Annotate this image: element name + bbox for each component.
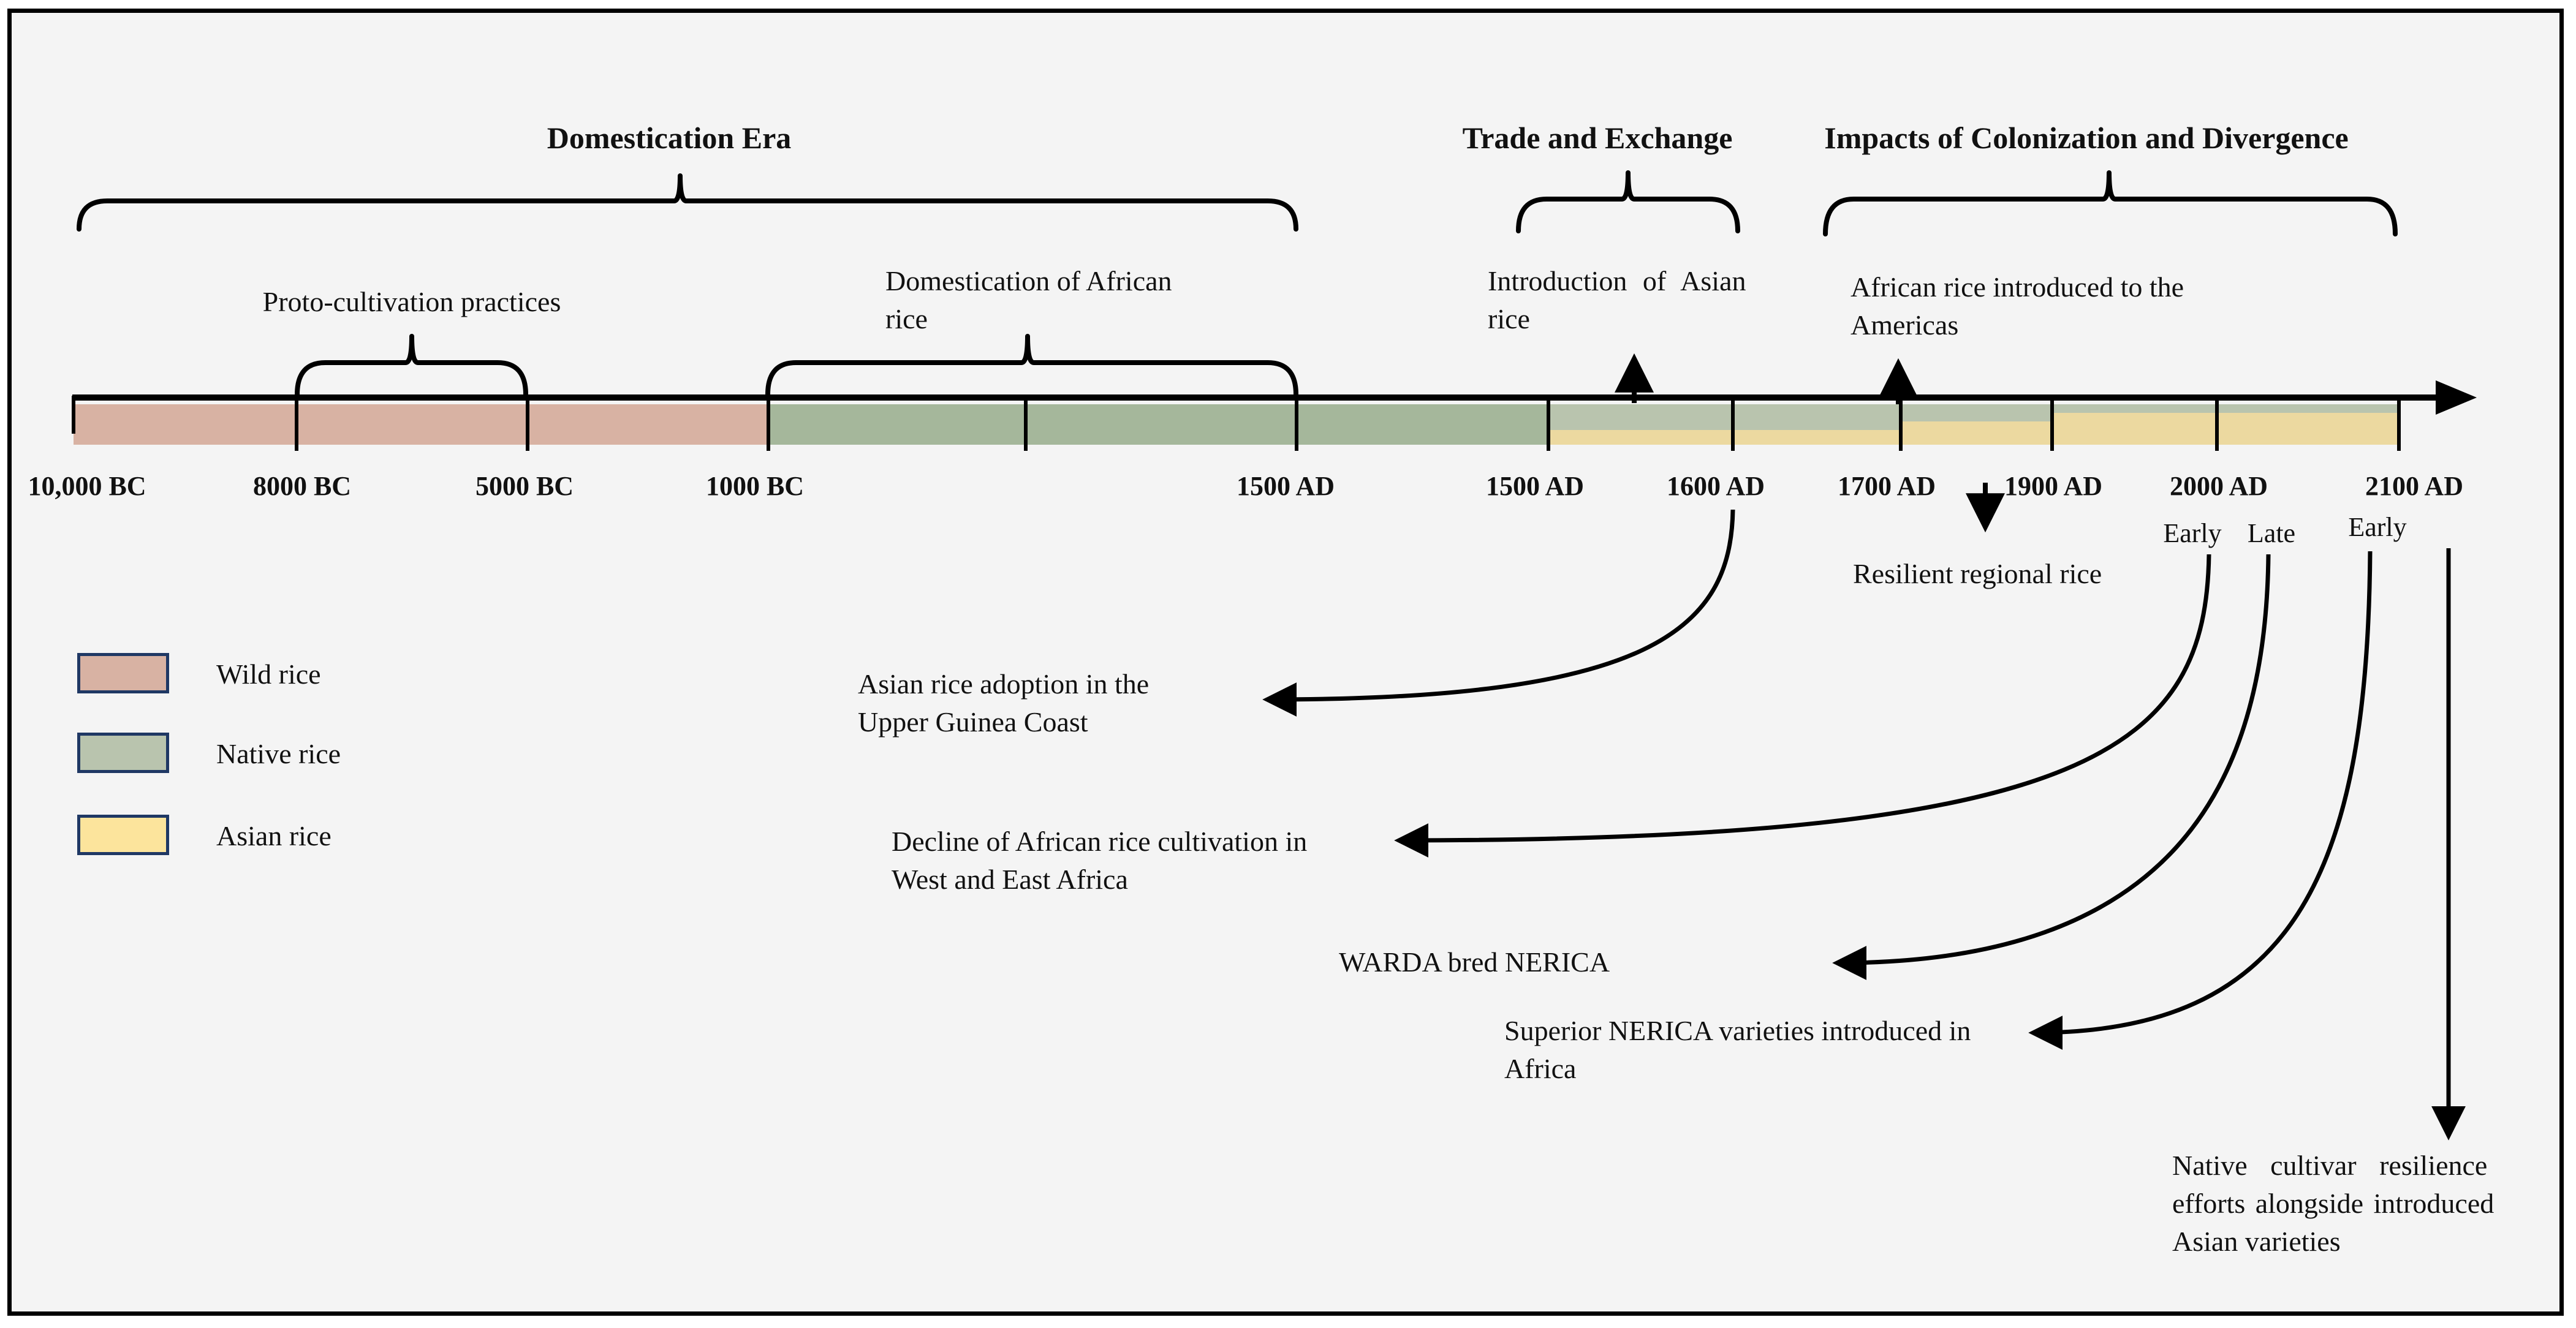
date-label: 10,000 BC <box>28 471 146 501</box>
annotation-line: efforts alongside introduced <box>2172 1188 2495 1219</box>
timeline-tick <box>767 396 770 451</box>
label-line: African rice introduced to the <box>1851 271 2184 303</box>
era-title-impacts: Impacts of Colonization and Divergence <box>1824 121 2349 155</box>
band-asian-stripe <box>2052 413 2399 445</box>
label-line: Introduction of Asian <box>1488 265 1746 296</box>
annotation-superior-nerica: Superior NERICA varieties introduced in … <box>1504 1012 1971 1088</box>
label-african-rice-americas: African rice introduced to the Americas <box>1851 268 2184 344</box>
date-label: 1500 AD <box>1236 471 1335 501</box>
band-native-asian-overlap-3 <box>2052 404 2399 445</box>
band-native-stripe <box>2052 404 2399 413</box>
annotation-line: West and East Africa <box>892 864 1128 895</box>
annotation-decline-african-rice: Decline of African rice cultivation in W… <box>892 823 1307 899</box>
band-asian-stripe <box>1901 421 2052 445</box>
annotation-line: Superior NERICA varieties introduced in <box>1504 1015 1971 1046</box>
label-domestication-african-rice: Domestication of African rice <box>885 262 1172 338</box>
period-marker-early-2100: Early <box>2348 512 2407 542</box>
label-line: Domestication of African <box>885 265 1172 296</box>
date-label: 1900 AD <box>2004 471 2103 501</box>
annotation-native-cultivar: Native cultivar resilience efforts along… <box>2172 1147 2494 1261</box>
annotation-line: Asian varieties <box>2172 1226 2341 1257</box>
legend-label-wild-rice: Wild rice <box>216 658 321 690</box>
label-line: rice <box>1488 303 1530 334</box>
era-title-trade: Trade and Exchange <box>1462 121 1733 155</box>
annotation-line: Asian rice adoption in the <box>858 668 1150 700</box>
timeline-tick <box>2397 396 2401 451</box>
timeline-tick <box>1899 396 1903 451</box>
legend-label-native-rice: Native rice <box>216 738 341 769</box>
timeline-tick <box>2215 396 2219 451</box>
timeline-tick <box>1024 396 1028 451</box>
date-label: 1000 BC <box>705 471 805 501</box>
timeline-tick <box>1295 396 1298 451</box>
date-label: 8000 BC <box>252 471 352 501</box>
timeline-tick <box>295 396 298 451</box>
era-title-domestication: Domestication Era <box>547 121 792 155</box>
band-native-asian-overlap-1 <box>1548 404 1901 445</box>
band-native-stripe <box>1901 404 2052 421</box>
timeline-tick <box>1731 396 1735 451</box>
date-label: 5000 BC <box>475 471 574 501</box>
label-proto-cultivation: Proto-cultivation practices <box>262 286 561 317</box>
annotation-line: Decline of African rice cultivation in <box>892 826 1308 857</box>
period-marker-early-2000: Early <box>2163 518 2222 548</box>
band-native-asian-overlap-2 <box>1901 404 2052 445</box>
annotation-asian-adoption: Asian rice adoption in the Upper Guinea … <box>858 665 1149 741</box>
legend-swatch-asian-rice <box>77 815 169 855</box>
annotation-line: Native cultivar resilience <box>2172 1150 2488 1181</box>
legend-swatch-wild-rice <box>77 653 169 693</box>
date-label: 1700 AD <box>1837 471 1936 501</box>
annotation-line: Africa <box>1504 1053 1577 1084</box>
date-label: 2100 AD <box>2365 471 2464 501</box>
legend-swatch-native-rice <box>77 733 169 773</box>
timeline-tick <box>526 396 529 451</box>
annotation-warda-nerica: WARDA bred NERICA <box>1339 946 1610 978</box>
band-native-stripe <box>1548 404 1901 430</box>
period-marker-late-2000: Late <box>2247 518 2296 548</box>
label-line: rice <box>885 303 928 334</box>
timeline-tick <box>72 396 75 434</box>
annotation-resilient-regional-rice: Resilient regional rice <box>1853 558 2102 589</box>
figure-border <box>7 9 2564 1316</box>
band-wild-rice <box>74 404 768 445</box>
timeline-tick <box>1547 396 1550 451</box>
date-label: 1600 AD <box>1666 471 1765 501</box>
date-label: 2000 AD <box>2169 471 2268 501</box>
legend-label-asian-rice: Asian rice <box>216 820 331 851</box>
band-asian-stripe <box>1548 430 1901 445</box>
timeline-tick <box>2050 396 2054 451</box>
band-native-rice <box>768 404 1548 445</box>
date-label: 1500 AD <box>1485 471 1585 501</box>
label-introduction-asian-rice: Introduction of Asian rice <box>1488 262 1746 338</box>
annotation-line: Upper Guinea Coast <box>858 706 1088 738</box>
label-line: Americas <box>1851 309 1959 341</box>
